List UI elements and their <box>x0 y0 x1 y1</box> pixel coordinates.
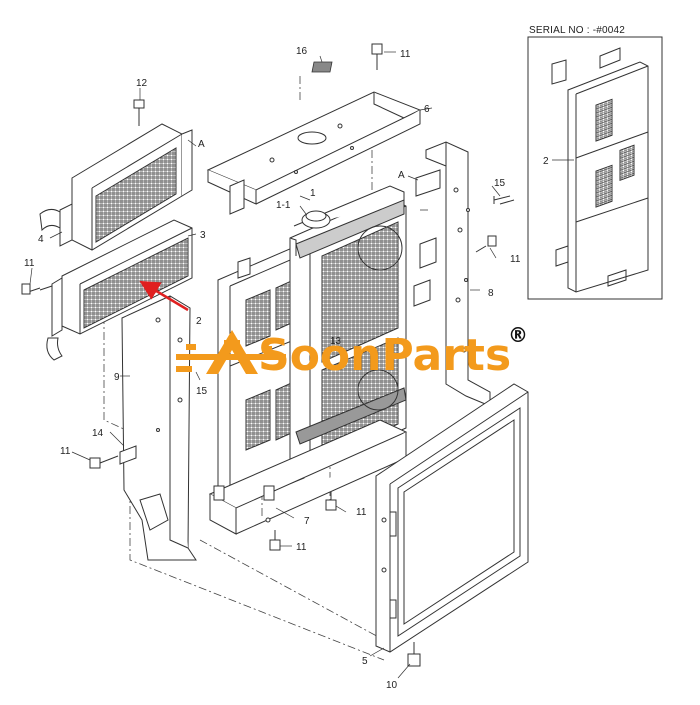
callout-9: 9 <box>114 372 120 383</box>
part-3-intercooler <box>21 219 193 361</box>
callout-15-right: 15 <box>494 178 506 189</box>
callout-7: 7 <box>304 516 310 527</box>
bolt-top <box>371 43 383 70</box>
callout-13: 13 <box>330 336 342 347</box>
callout-11-mid: 11 <box>356 507 367 518</box>
callout-11-left: 11 <box>24 258 35 269</box>
soonparts-brand-text: SoonParts <box>258 330 511 381</box>
callout-11-bottom: 11 <box>296 542 307 553</box>
callout-6: 6 <box>424 104 430 115</box>
part-7-bottom-support <box>208 419 408 535</box>
bolt-10 <box>407 642 421 667</box>
callout-2: 2 <box>196 316 202 327</box>
callout-a-left: A <box>198 139 205 150</box>
part-1-radiator <box>289 185 407 471</box>
callout-11-top: 11 <box>400 49 411 60</box>
serial-number-title: SERIAL NO : -#0042 <box>529 25 625 36</box>
callout-a-right: A <box>398 170 405 181</box>
callout-1: 1 <box>310 188 316 199</box>
highlight-arrow <box>139 280 189 312</box>
callout-11-right: 11 <box>510 254 521 265</box>
callout-1-1: 1-1 <box>276 200 291 211</box>
bolts-misc <box>89 455 337 551</box>
callout-4: 4 <box>38 234 44 245</box>
callout-10: 10 <box>386 680 398 691</box>
inset-part-label: 2 <box>543 156 549 167</box>
callout-14: 14 <box>92 428 104 439</box>
callout-8: 8 <box>488 288 494 299</box>
callout-3: 3 <box>200 230 206 241</box>
part-4-oil-cooler <box>39 99 193 251</box>
registered-mark: ® <box>508 323 528 347</box>
callout-15-mid: 15 <box>196 386 208 397</box>
part-6-top-cover <box>206 91 422 215</box>
serial-inset: SERIAL NO : -#0042 2 <box>527 25 663 300</box>
soonparts-watermark: SoonParts ® <box>176 323 528 381</box>
bolt-right <box>475 235 497 253</box>
part-15-rod-right <box>493 195 515 205</box>
callout-16: 16 <box>296 46 308 57</box>
leader-lines <box>29 51 501 679</box>
callout-labels: 16 11 12 6 A 1 1-1 A 15 4 3 11 11 8 2 13… <box>24 46 521 691</box>
inset-radiator <box>551 47 649 293</box>
part-16-plate <box>311 61 333 73</box>
callout-11-lower-left: 11 <box>60 446 71 457</box>
callout-5: 5 <box>362 656 368 667</box>
part-9-side-plate <box>119 295 197 561</box>
part-5-front-frame <box>375 383 529 653</box>
soonparts-logo-icon <box>176 330 286 374</box>
callout-12: 12 <box>136 78 148 89</box>
